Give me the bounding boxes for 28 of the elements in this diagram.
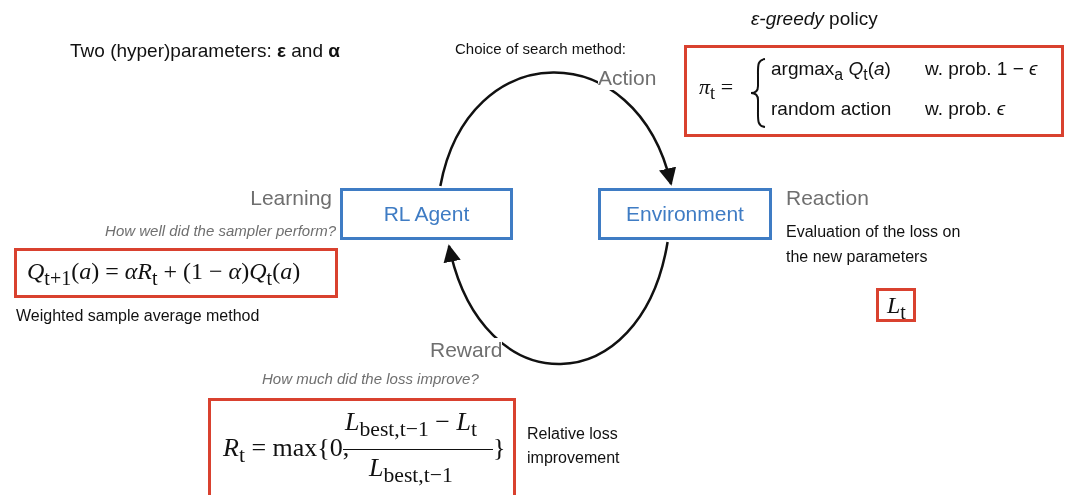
environment-box <box>598 188 772 240</box>
node-label: Environment <box>626 202 744 226</box>
formula: random action <box>771 98 892 120</box>
node-label: RL Agent <box>383 202 470 226</box>
question-text: How well did the sampler perform? <box>104 222 336 239</box>
note: Choice of search method: <box>455 40 627 57</box>
formula-heading: ε-greedy policy <box>751 8 878 30</box>
stage-label: Learning <box>249 186 332 210</box>
formula-box <box>208 398 516 495</box>
arrow <box>439 71 675 187</box>
formula: L$_{best,t−1}$ <box>369 453 453 489</box>
formula-box <box>876 288 916 322</box>
question-text: How much did the loss improve? <box>262 370 480 387</box>
formula: w. prob. 1 − ϵ <box>925 58 1038 80</box>
node-label: Relative loss improvement <box>527 424 621 468</box>
formula: π$_{t}$ = <box>699 74 734 105</box>
node-label: Weighted sample average method <box>16 306 261 326</box>
formula: L$_{t}$ <box>887 292 906 324</box>
stage-label: Reaction <box>786 186 870 210</box>
formula: Q$_{t+1}$(a) = αR$_{t}$ + (1 − α)Q$_{t}$(a) <box>27 258 301 290</box>
arrow <box>445 241 669 365</box>
agent-box <box>340 188 513 240</box>
formula-box <box>14 248 338 298</box>
note: Evaluation of the loss on the new parameters <box>786 222 962 267</box>
formula: w. prob. ϵ <box>925 98 1006 120</box>
formula: } <box>493 433 506 463</box>
formula: argmax$_{a}$ Q$_{t}$(a) <box>771 58 891 84</box>
note: Two (hyper)parameters: ε and α <box>69 39 341 63</box>
